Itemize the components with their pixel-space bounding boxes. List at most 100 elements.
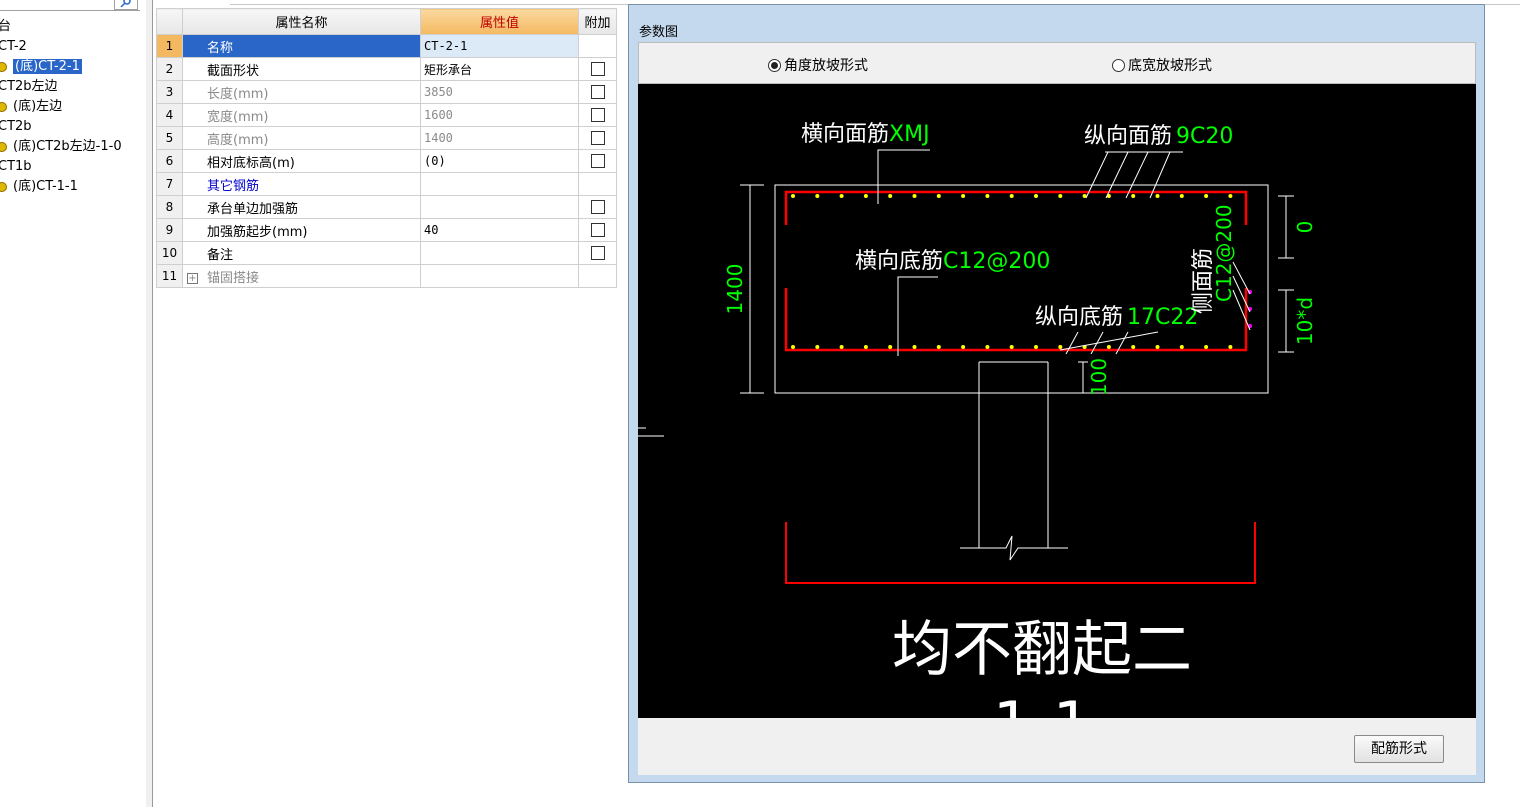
rebar-dot — [1009, 345, 1014, 349]
property-name-cell[interactable]: 名称 — [182, 34, 421, 58]
tree-group-item[interactable]: CT-2 — [0, 37, 27, 57]
extra-cell[interactable] — [578, 80, 617, 104]
extra-cell[interactable] — [578, 103, 617, 127]
property-row[interactable]: 8 承台单边加强筋 — [156, 195, 617, 219]
property-value-header[interactable]: 属性值 — [420, 8, 579, 35]
row-number[interactable]: 7 — [156, 172, 183, 196]
property-row[interactable]: 5 高度(mm) 1400 — [156, 126, 617, 150]
extra-checkbox[interactable] — [590, 154, 605, 168]
rebar-dot — [1082, 194, 1087, 198]
extra-checkbox[interactable] — [590, 62, 605, 76]
extra-header[interactable]: 附加 — [578, 8, 617, 35]
extra-cell[interactable] — [578, 149, 617, 173]
tree-leaf-item[interactable]: (底)CT-1-1 — [0, 177, 78, 197]
expand-icon[interactable]: + — [187, 272, 198, 284]
extra-checkbox[interactable] — [590, 223, 605, 237]
property-value-cell[interactable]: 40 — [420, 218, 579, 242]
rebar-dot — [936, 345, 941, 349]
bottom-v-leader-hatch — [1065, 331, 1079, 355]
row-number[interactable]: 5 — [156, 126, 183, 150]
row-number[interactable]: 3 — [156, 80, 183, 104]
property-value-cell[interactable] — [420, 264, 579, 288]
row-number[interactable]: 10 — [156, 241, 183, 265]
extra-cell[interactable] — [578, 241, 617, 265]
tree-item-label: (底)CT-2-1 — [13, 59, 82, 74]
property-name-cell[interactable]: 加强筋起步(mm) — [182, 218, 421, 242]
tree-item-label: CT2b — [0, 119, 32, 134]
extra-checkbox[interactable] — [590, 200, 605, 214]
tree-leaf-item[interactable]: (底)CT-2-1 — [0, 57, 82, 77]
tree-leaf-item[interactable]: (底)左边 — [0, 97, 62, 117]
extra-cell[interactable] — [578, 218, 617, 242]
parameter-canvas[interactable]: 1400 0 10*d 100 — [638, 84, 1476, 718]
rebar-dot — [1034, 345, 1038, 349]
radio-width-label: 底宽放坡形式 — [1128, 58, 1212, 74]
row-number[interactable]: 4 — [156, 103, 183, 127]
rebar-dot — [1179, 345, 1184, 349]
extra-cell[interactable] — [578, 57, 617, 81]
radio-angle-slope[interactable]: 角度放坡形式 — [768, 55, 868, 75]
property-value-cell[interactable] — [420, 241, 579, 265]
property-name-cell[interactable]: 宽度(mm) — [182, 103, 421, 127]
rebar-form-button[interactable]: 配筋形式 — [1354, 735, 1444, 763]
property-name-cell[interactable]: 长度(mm) — [182, 80, 421, 104]
property-name-cell[interactable]: 截面形状 — [182, 57, 421, 81]
cap-outline — [774, 184, 1269, 394]
property-value-cell[interactable]: 3850 — [420, 80, 579, 104]
lower-rebar-bracket — [785, 522, 1256, 584]
radio-width-slope[interactable]: 底宽放坡形式 — [1112, 55, 1212, 75]
tree-leaf-item[interactable]: (底)CT2b左边-1-0 — [0, 137, 122, 157]
property-name-cell[interactable]: 备注 — [182, 241, 421, 265]
property-value-cell[interactable]: (0) — [420, 149, 579, 173]
extra-cell[interactable] — [578, 126, 617, 150]
row-number[interactable]: 9 — [156, 218, 183, 242]
rebar-dot — [863, 194, 868, 198]
property-name: 承台单边加强筋 — [207, 201, 299, 217]
tree-group-item[interactable]: CT2b左边 — [0, 77, 58, 97]
property-name-header[interactable]: 属性名称 — [182, 8, 421, 35]
row-number[interactable]: 11 — [156, 264, 183, 288]
row-number[interactable]: 2 — [156, 57, 183, 81]
bottom-rebar — [784, 288, 1248, 352]
property-value-cell[interactable]: CT-2-1 — [420, 34, 579, 58]
property-name-cell[interactable]: 其它钢筋 — [182, 172, 421, 196]
search-button[interactable] — [114, 0, 138, 10]
panel-splitter[interactable] — [146, 0, 153, 807]
property-name: 长度(mm) — [207, 86, 269, 102]
property-value-cell[interactable]: 1600 — [420, 103, 579, 127]
tree-group-item[interactable]: 台 — [0, 17, 11, 37]
extra-cell[interactable] — [578, 195, 617, 219]
property-name-cell[interactable]: 高度(mm) — [182, 126, 421, 150]
tree-group-item[interactable]: CT2b — [0, 117, 32, 137]
extra-cell — [578, 264, 617, 288]
rebar-dot — [1228, 194, 1233, 198]
extra-checkbox[interactable] — [590, 85, 605, 99]
property-row[interactable]: 11+锚固搭接 — [156, 264, 617, 288]
property-name-cell[interactable]: 相对底标高(m) — [182, 149, 421, 173]
tree-group-item[interactable]: CT1b — [0, 157, 32, 177]
property-row[interactable]: 3 长度(mm) 3850 — [156, 80, 617, 104]
row-number[interactable]: 6 — [156, 149, 183, 173]
row-number[interactable]: 1 — [156, 34, 183, 58]
property-name-cell[interactable]: 承台单边加强筋 — [182, 195, 421, 219]
property-name-cell[interactable]: +锚固搭接 — [182, 264, 421, 288]
extra-checkbox[interactable] — [590, 108, 605, 122]
property-name: 高度(mm) — [207, 132, 269, 148]
extra-checkbox[interactable] — [590, 131, 605, 145]
row-number[interactable]: 8 — [156, 195, 183, 219]
rebar-dot — [815, 345, 820, 349]
property-value-cell[interactable] — [420, 172, 579, 196]
property-value-cell[interactable] — [420, 195, 579, 219]
property-value-cell[interactable]: 矩形承台 — [420, 57, 579, 81]
property-value-cell[interactable]: 1400 — [420, 126, 579, 150]
extra-checkbox[interactable] — [590, 246, 605, 260]
tree-item-label: (底)CT2b左边-1-0 — [13, 139, 122, 154]
